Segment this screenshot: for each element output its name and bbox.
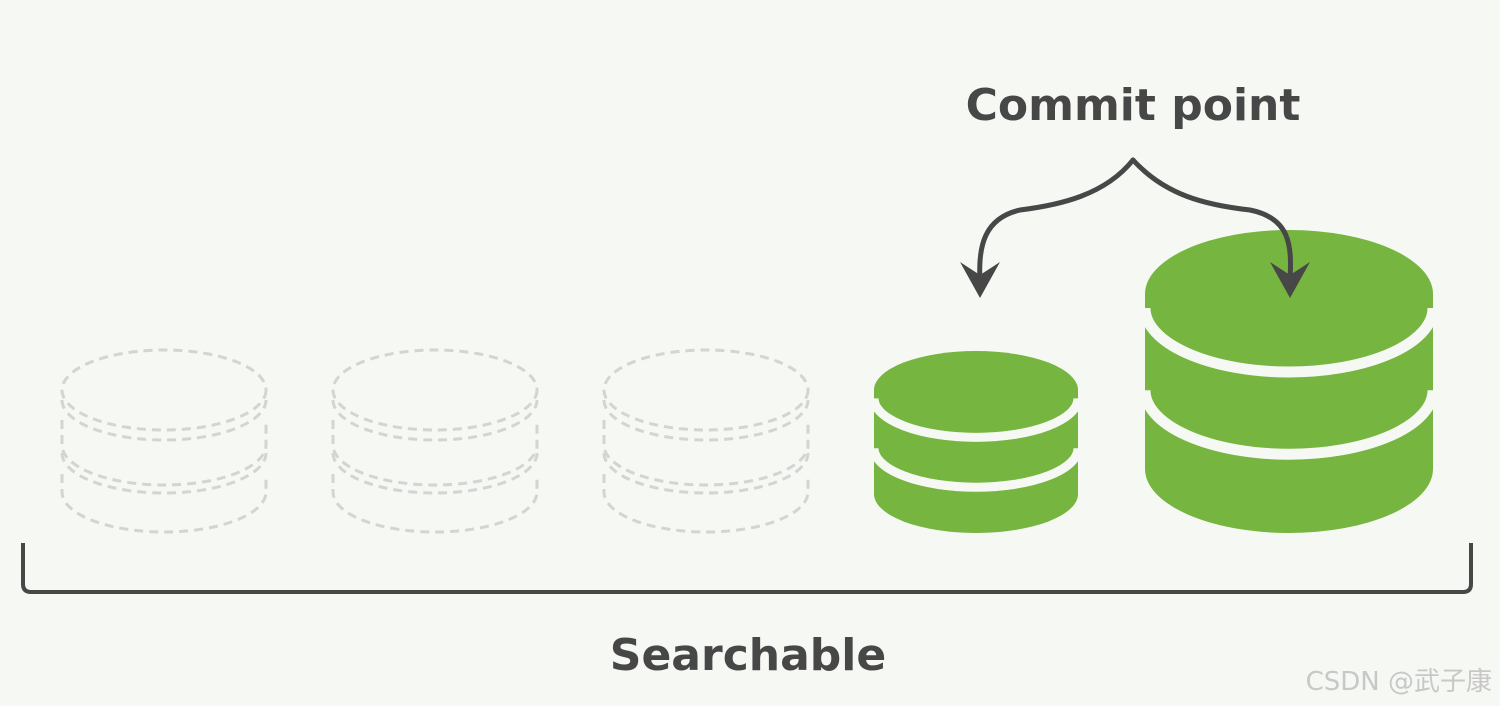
segment-uncommitted <box>331 348 539 534</box>
segment-uncommitted <box>60 348 268 534</box>
commit-point-arrows <box>977 157 1293 283</box>
arrowhead-icon <box>960 262 1000 298</box>
segment-committed <box>1139 230 1439 533</box>
commit-point-label: Commit point <box>966 80 1301 131</box>
segment-committed <box>869 351 1083 533</box>
arrowhead-icon <box>1270 262 1310 298</box>
watermark: CSDN @武子康 <box>1306 667 1492 697</box>
arrow-to-large-segment <box>1130 157 1293 283</box>
arrow-to-small-segment <box>977 157 1136 283</box>
segment-uncommitted <box>602 348 810 534</box>
searchable-label: Searchable <box>610 630 886 681</box>
searchable-bracket <box>21 543 1473 594</box>
